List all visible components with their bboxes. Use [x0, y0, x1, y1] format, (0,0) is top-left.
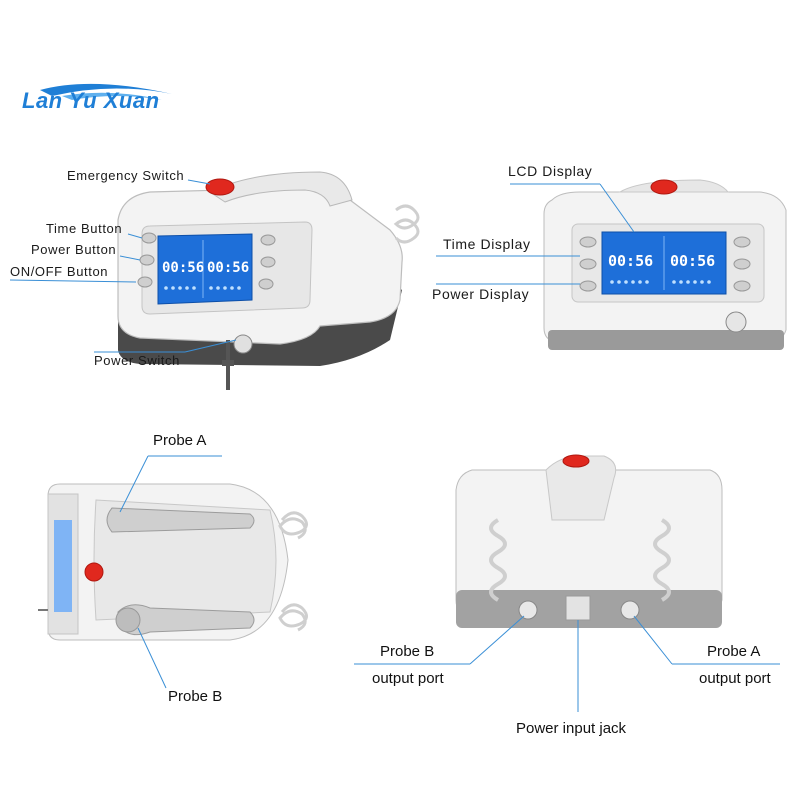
label-power-switch: Power Switch [94, 353, 180, 368]
label-time-button: Time Button [46, 221, 122, 236]
front-emergency-button [206, 179, 234, 195]
back-power-jack [566, 596, 590, 620]
front-lcd-time-right: 00:56 [207, 260, 249, 276]
top-side-lcd [54, 520, 72, 612]
tr-lcd-time-right: 00:56 [670, 252, 715, 270]
label-time-display: Time Display [443, 236, 531, 252]
front-power-button [140, 255, 154, 265]
label-power-button: Power Button [31, 242, 116, 257]
front-power-switch [234, 335, 252, 353]
top-cable-a [280, 513, 307, 538]
label-power-display: Power Display [432, 286, 529, 302]
tr-key-switch [726, 312, 746, 332]
label-power-input-jack: Power input jack [516, 720, 626, 737]
tr-emergency-button [651, 180, 677, 194]
label-probe-a-port-line2: output port [699, 670, 771, 687]
back-emergency-button [563, 455, 589, 467]
label-probe-b-port-line1: Probe B [380, 643, 434, 660]
label-probe-a: Probe A [153, 432, 206, 449]
tr-lcd-time-left: 00:56 [608, 252, 653, 270]
label-emergency-switch: Emergency Switch [67, 168, 184, 183]
label-probe-b-port-line2: output port [372, 670, 444, 687]
front-onoff-button [138, 277, 152, 287]
front-time-button [142, 233, 156, 243]
top-emergency-button [85, 563, 103, 581]
label-onoff-button: ON/OFF Button [10, 264, 108, 279]
label-probe-a-port-line1: Probe A [707, 643, 760, 660]
front-cable [396, 206, 418, 242]
tr-base [548, 330, 784, 350]
label-probe-b: Probe B [168, 688, 222, 705]
back-probe-b-port [519, 601, 537, 619]
back-probe-a-port [621, 601, 639, 619]
front-lcd-time-left: 00:56 [162, 260, 204, 276]
label-lcd-display: LCD Display [508, 163, 592, 179]
top-cable-b [280, 605, 307, 630]
